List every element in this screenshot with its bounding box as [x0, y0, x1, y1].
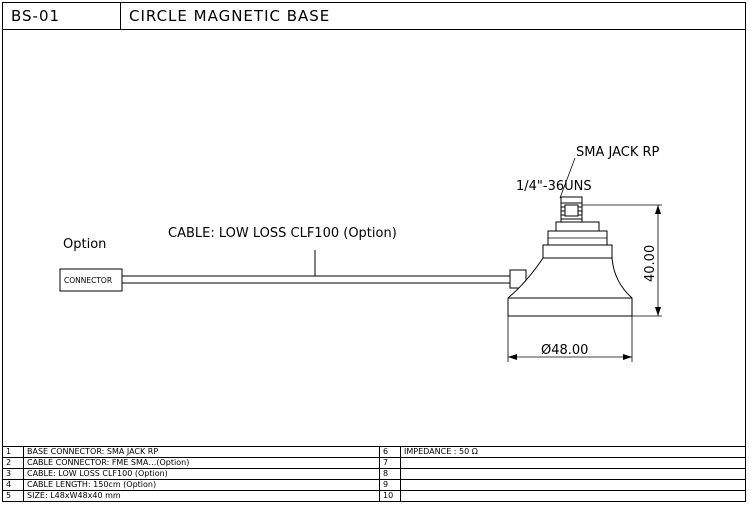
diameter-dim-label: Ø48.00 [541, 343, 588, 358]
spec-num: 4 [2, 479, 24, 491]
height-arrow-top [655, 205, 661, 214]
title-block: BS-01 CIRCLE MAGNETIC BASE [2, 2, 746, 30]
spec-num: 6 [379, 446, 401, 458]
sma-label: SMA JACK RP [576, 145, 660, 160]
height-arrow-bottom [655, 307, 661, 316]
spec-num: 3 [2, 468, 24, 480]
sma-leader [559, 157, 576, 199]
connector-box [59, 268, 123, 292]
part-code: BS-01 [3, 3, 121, 29]
spec-text [400, 479, 746, 491]
spec-num: 1 [2, 446, 24, 458]
spec-num: 9 [379, 479, 401, 491]
spec-text: CABLE: LOW LOSS CLF100 (Option) [23, 468, 380, 480]
spec-text [400, 468, 746, 480]
magnetic-base-body [507, 257, 633, 317]
spec-text: BASE CONNECTOR: SMA JACK RP [23, 446, 380, 458]
strain-relief [509, 269, 527, 289]
technical-drawing: CONNECTOR Option CABLE: LOW LOSS CLF100 … [59, 145, 662, 362]
spec-text: CABLE CONNECTOR: FME SMA…(Option) [23, 457, 380, 469]
spec-text [400, 457, 746, 469]
sma-nut [555, 221, 600, 232]
spec-num: 7 [379, 457, 401, 469]
spec-num: 8 [379, 468, 401, 480]
thread-label: 1/4"-36UNS [516, 179, 592, 194]
dia-arrow-left [508, 354, 517, 360]
dia-arrow-right [623, 354, 632, 360]
spec-num: 5 [2, 490, 24, 502]
spec-text: CABLE LENGTH: 150cm (Option) [23, 479, 380, 491]
cable-label: CABLE: LOW LOSS CLF100 (Option) [168, 226, 397, 241]
spec-num: 2 [2, 457, 24, 469]
sma-center [564, 204, 579, 217]
height-dim-label: 40.00 [643, 245, 658, 282]
spec-text [400, 490, 746, 502]
option-label: Option [63, 237, 106, 252]
spec-text: SIZE: L48xW48x40 mm [23, 490, 380, 502]
base-top-step [542, 244, 613, 259]
part-name: CIRCLE MAGNETIC BASE [129, 7, 331, 25]
spec-text: IMPEDANCE : 50 Ω [400, 446, 746, 458]
spec-num: 10 [379, 490, 401, 502]
drawing-area [2, 29, 746, 446]
connector-label: CONNECTOR [64, 276, 112, 285]
